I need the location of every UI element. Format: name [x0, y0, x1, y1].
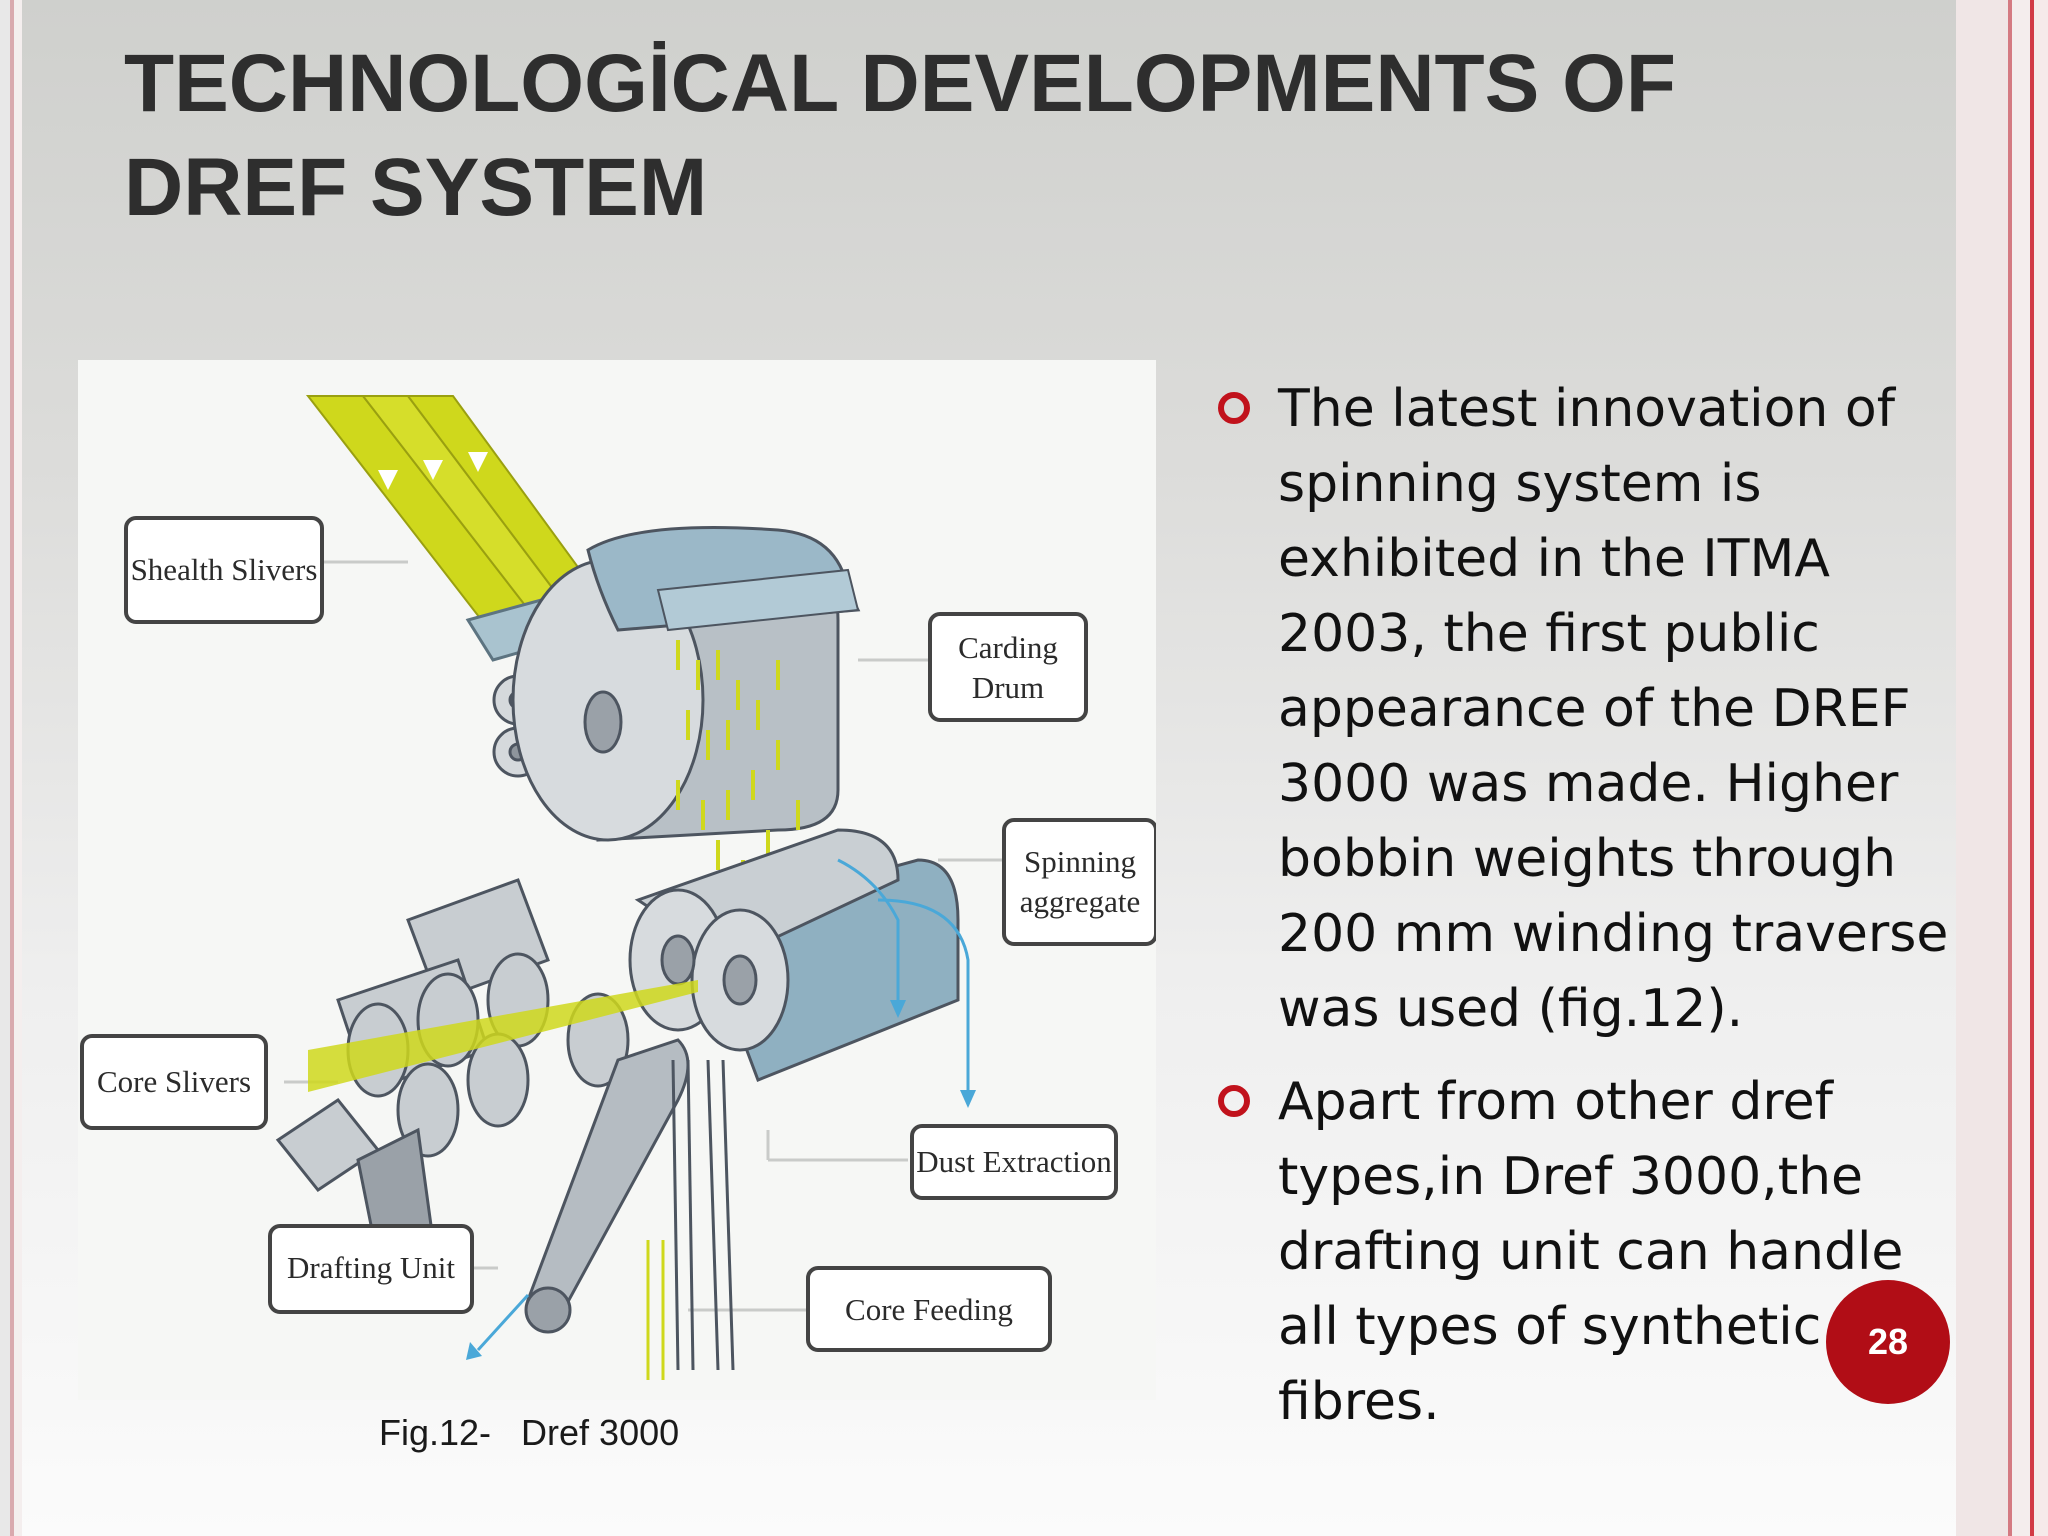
title-line-1: TECHNOLOGİCAL DEVELOPMENTS OF [124, 38, 1676, 129]
svg-text:aggregate: aggregate [1020, 884, 1140, 919]
svg-text:Drafting Unit: Drafting Unit [287, 1250, 455, 1285]
svg-text:Spinning: Spinning [1024, 844, 1136, 879]
label-sheath-slivers: Shealth Slivers [124, 516, 324, 624]
right-border-decoration [1956, 0, 2048, 1536]
left-border-decoration [0, 0, 22, 1536]
svg-text:Core Slivers: Core Slivers [97, 1064, 251, 1099]
bullet-item: The latest innovation of spinning system… [1210, 372, 1980, 1047]
circle-bullet-icon [1218, 392, 1250, 424]
svg-text:Drum: Drum [972, 670, 1044, 705]
label-core-slivers: Core Slivers [80, 1034, 268, 1130]
carding-drum-graphic [511, 526, 861, 842]
dref-3000-diagram: Shealth Slivers Carding Drum Spinning ag… [78, 360, 1156, 1400]
dust-extraction-arrows [476, 858, 970, 1352]
label-carding-drum: Carding Drum [928, 612, 1088, 722]
label-core-feeding: Core Feeding [806, 1266, 1052, 1352]
svg-text:Dust Extraction: Dust Extraction [916, 1144, 1112, 1179]
circle-bullet-icon [1218, 1085, 1250, 1117]
label-spinning-aggregate: Spinning aggregate [1002, 818, 1156, 946]
leader-lines [284, 560, 1008, 1312]
page-number-badge: 28 [1826, 1280, 1950, 1404]
svg-text:Core Feeding: Core Feeding [845, 1292, 1013, 1327]
yarn-paths [671, 1059, 735, 1371]
svg-text:Shealth Slivers: Shealth Slivers [131, 552, 318, 587]
bullet-item: Apart from other dref types,in Dref 3000… [1210, 1065, 1980, 1440]
bullet-text: The latest innovation of spinning system… [1278, 379, 1949, 1039]
label-drafting-unit: Drafting Unit [268, 1224, 474, 1314]
bullet-text: Apart from other dref types,in Dref 3000… [1278, 1072, 1904, 1432]
label-dust-extraction: Dust Extraction [910, 1124, 1118, 1200]
core-sliver-beam [308, 980, 698, 1092]
arrow-heads [466, 1000, 976, 1360]
svg-text:Carding: Carding [958, 630, 1058, 665]
slide-title: TECHNOLOGİCAL DEVELOPMENTS OF DREF SYSTE… [124, 32, 1824, 240]
core-yarn-paths [646, 1240, 665, 1380]
bullet-list: The latest innovation of spinning system… [1210, 372, 1980, 1458]
figure-caption: Fig.12- Dref 3000 [379, 1412, 680, 1453]
title-line-2: DREF SYSTEM [124, 142, 708, 233]
